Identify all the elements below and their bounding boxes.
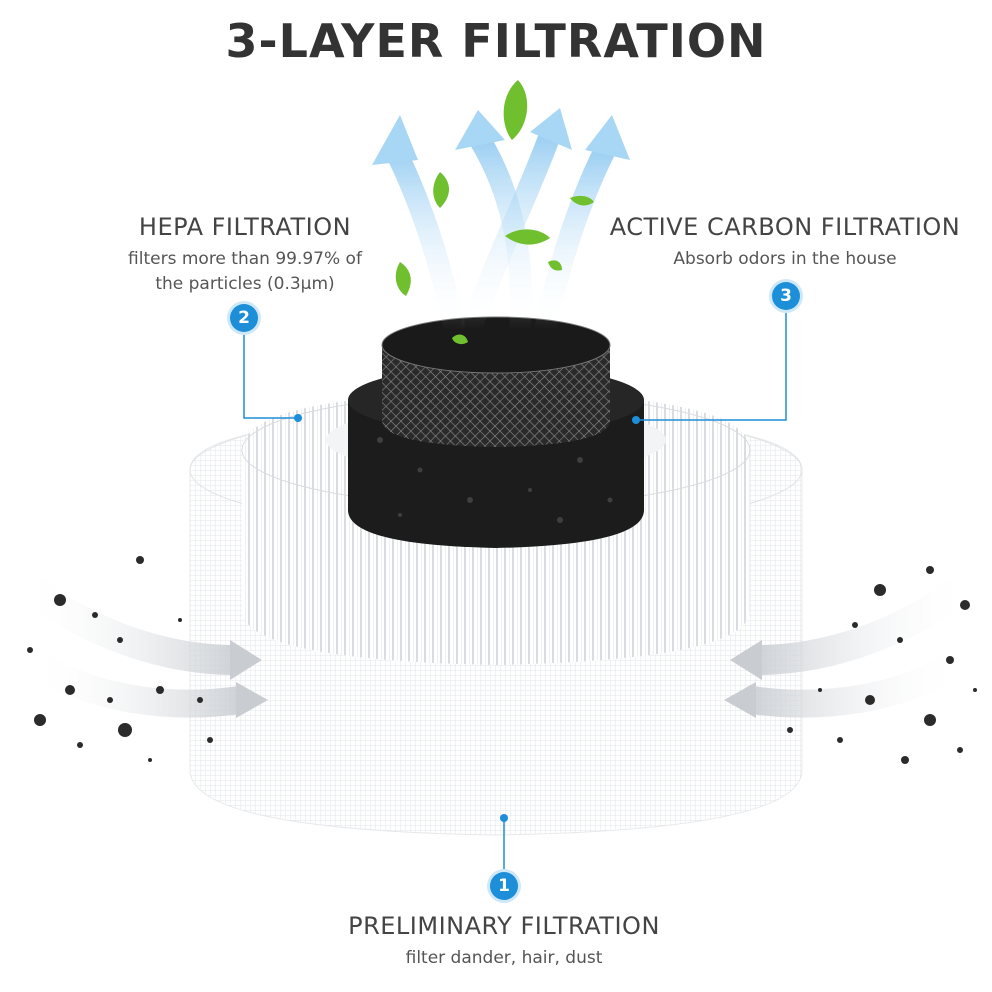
leaf-icon (395, 80, 594, 345)
hepa-callout: HEPA FILTRATION filters more than 99.97%… (90, 213, 400, 297)
preliminary-heading: PRELIMINARY FILTRATION (348, 912, 660, 940)
page-title: 3-LAYER FILTRATION (225, 14, 767, 68)
preliminary-number-badge: 1 (490, 872, 518, 900)
hepa-desc-line-2: the particles (0.3μm) (155, 274, 335, 294)
hepa-desc-line-1: filters more than 99.97% of (128, 249, 362, 269)
hepa-description: filters more than 99.97% of the particle… (90, 247, 400, 297)
carbon-grid-layer (382, 345, 610, 447)
carbon-heading: ACTIVE CARBON FILTRATION (609, 213, 961, 241)
carbon-description: Absorb odors in the house (673, 249, 897, 269)
airflow-arrow-icon (372, 108, 630, 341)
dust-particle-icon (27, 556, 977, 764)
carbon-callout: ACTIVE CARBON FILTRATION Absorb odors in… (600, 213, 970, 272)
preliminary-callout: PRELIMINARY FILTRATION filter dander, ha… (300, 912, 708, 971)
preliminary-description: filter dander, hair, dust (405, 948, 603, 968)
hepa-heading: HEPA FILTRATION (138, 213, 352, 241)
carbon-number-badge: 3 (772, 282, 800, 310)
hepa-number-badge: 2 (230, 304, 258, 332)
